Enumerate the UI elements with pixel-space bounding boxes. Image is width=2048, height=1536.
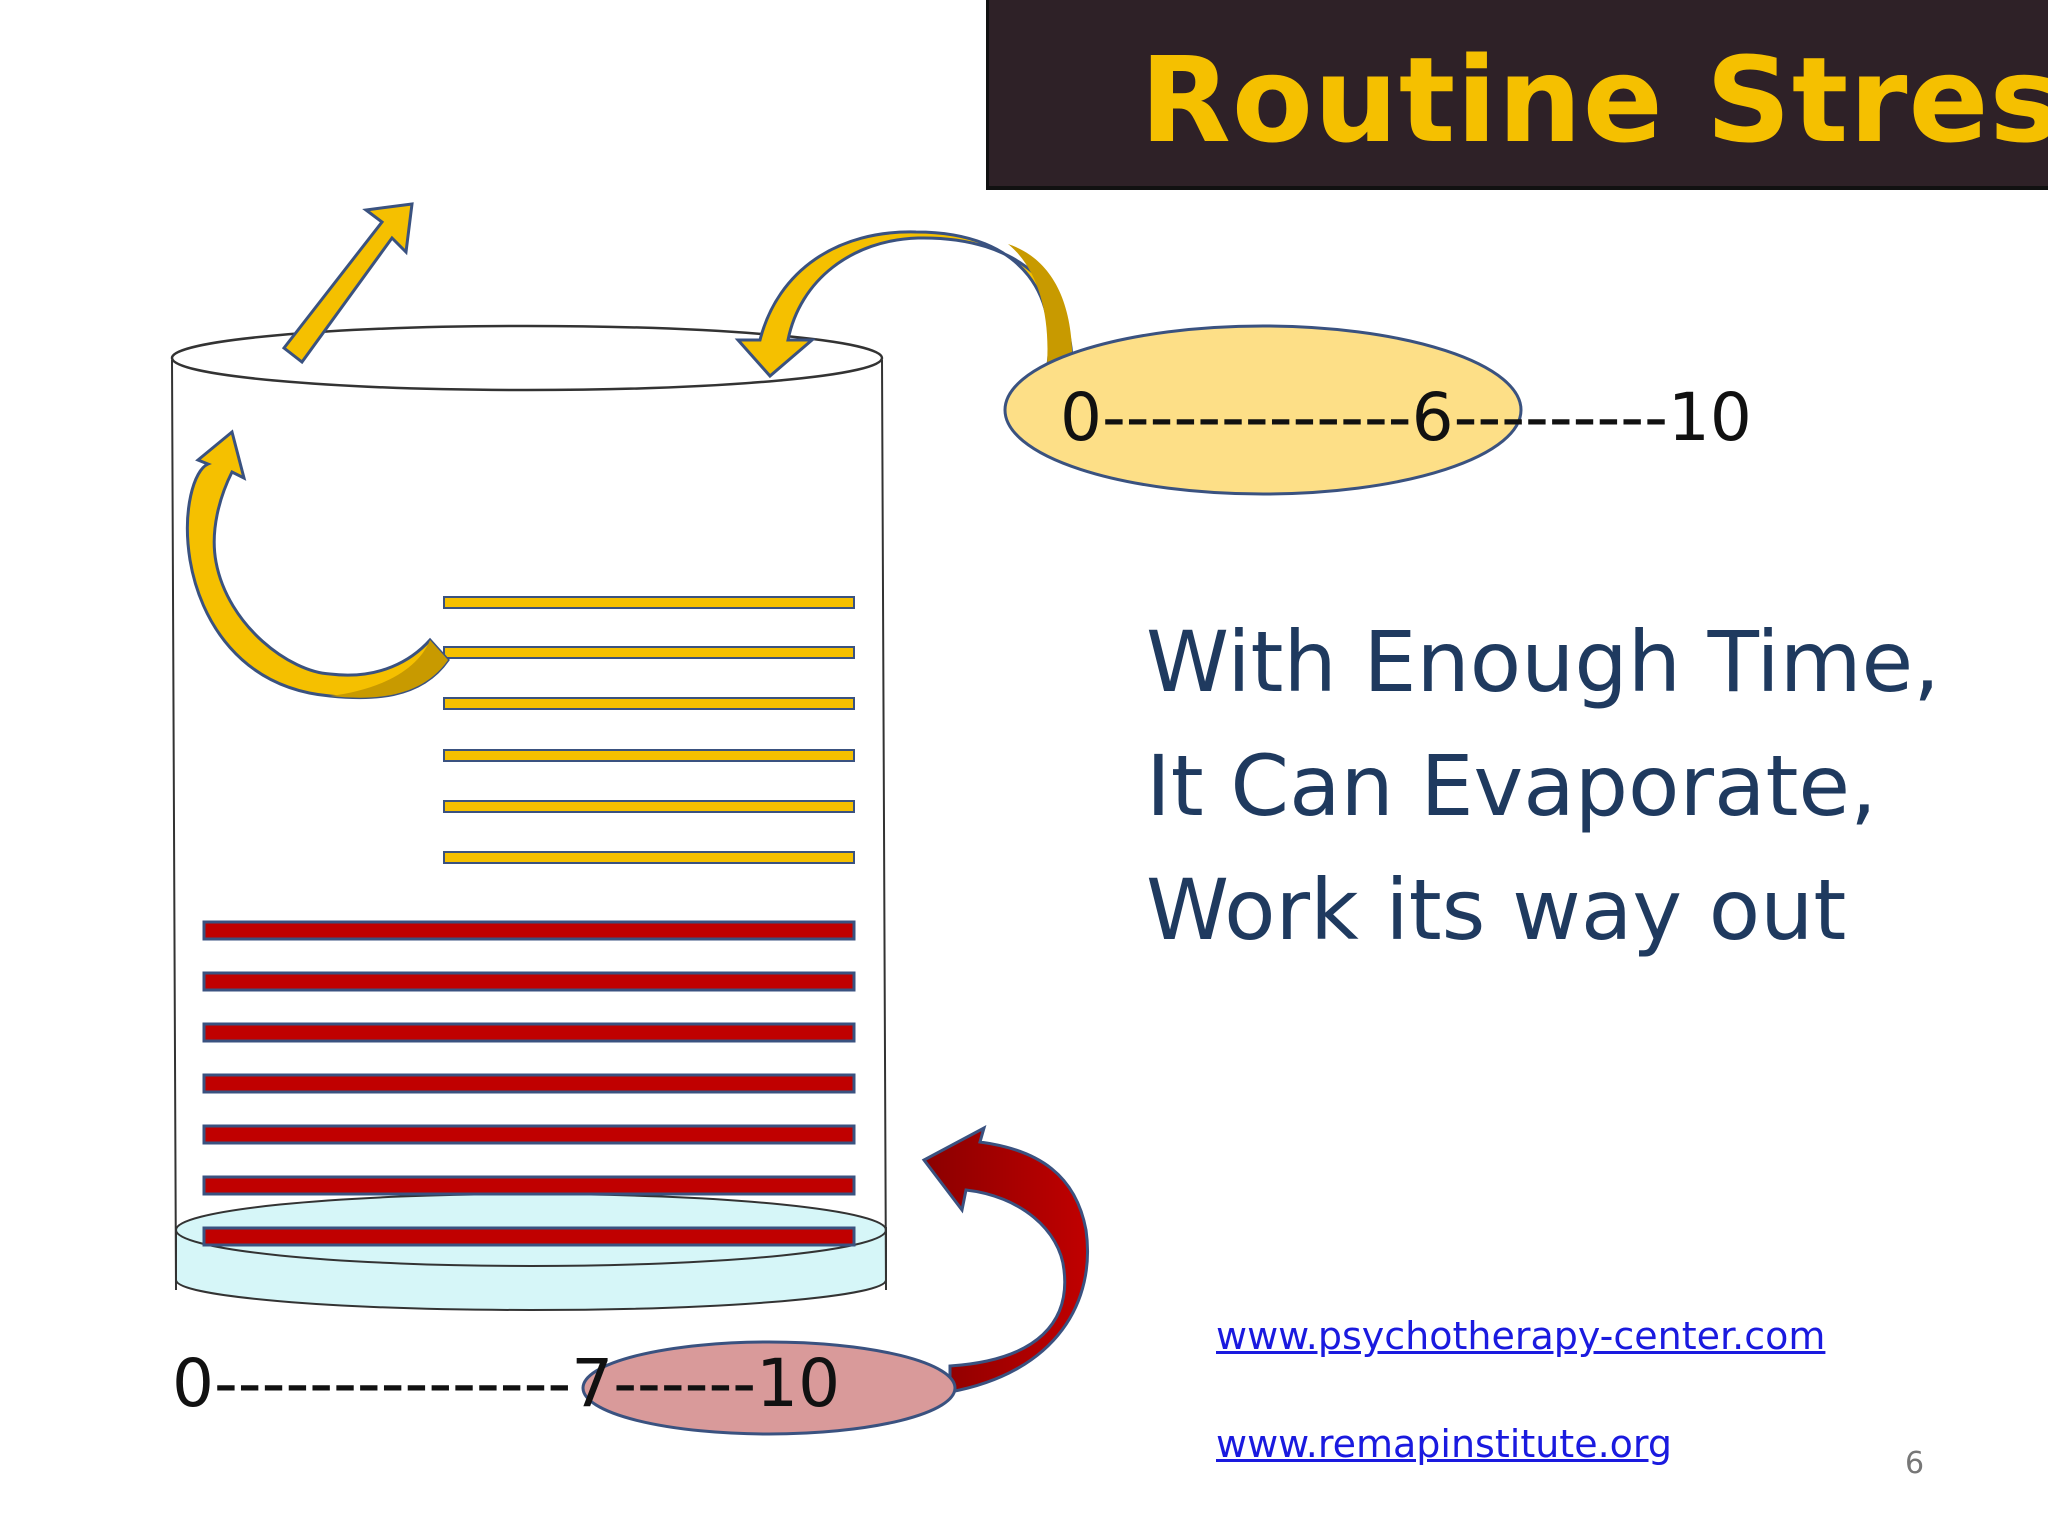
- red-bar: [202, 1124, 856, 1145]
- page-number: 6: [1905, 1446, 1925, 1481]
- red-bar: [202, 920, 856, 941]
- red-bar: [202, 971, 856, 992]
- red-bar: [202, 1226, 856, 1247]
- top-rating-ellipse: [1003, 324, 1523, 496]
- curved-arrow-up-shade: [330, 640, 448, 698]
- body-text: With Enough Time, It Can Evaporate, Work…: [1146, 600, 2006, 972]
- curved-arrow-shade: [1008, 244, 1073, 376]
- curved-arrow-icon: [734, 230, 1074, 379]
- red-bar: [202, 1022, 856, 1043]
- gold-bar: [443, 800, 855, 813]
- body-line: Work its way out: [1146, 861, 1847, 959]
- curved-arrow-up-icon: [186, 429, 450, 700]
- gold-bar: [443, 697, 855, 710]
- gold-bar: [443, 646, 855, 659]
- gold-bar: [443, 851, 855, 864]
- red-bar: [202, 1175, 856, 1196]
- link-remapinstitute[interactable]: www.remapinstitute.org: [1216, 1422, 1672, 1466]
- red-bars: [202, 920, 856, 1247]
- gold-bars: [443, 596, 855, 864]
- gold-bar: [443, 596, 855, 609]
- slide-title: Routine Stress: [1140, 31, 2048, 169]
- body-line: With Enough Time,: [1146, 613, 1940, 711]
- link-psychotherapy-center[interactable]: www.psychotherapy-center.com: [1216, 1314, 1826, 1358]
- red-bar: [202, 1073, 856, 1094]
- cylinder-body: [171, 359, 887, 1291]
- title-bar: [986, 0, 2048, 190]
- gold-bar: [443, 749, 855, 762]
- bottom-rating-ellipse: [581, 1340, 957, 1436]
- cylinder-rim: [170, 324, 884, 392]
- top-stress-scale: 0-------------6---------10: [1060, 379, 1752, 456]
- arrow-up-right-icon: [281, 202, 414, 365]
- curved-arrow-left-icon: [921, 1125, 1090, 1394]
- body-line: It Can Evaporate,: [1146, 737, 1877, 835]
- bottom-stress-scale: 0---------------7------10: [172, 1345, 841, 1422]
